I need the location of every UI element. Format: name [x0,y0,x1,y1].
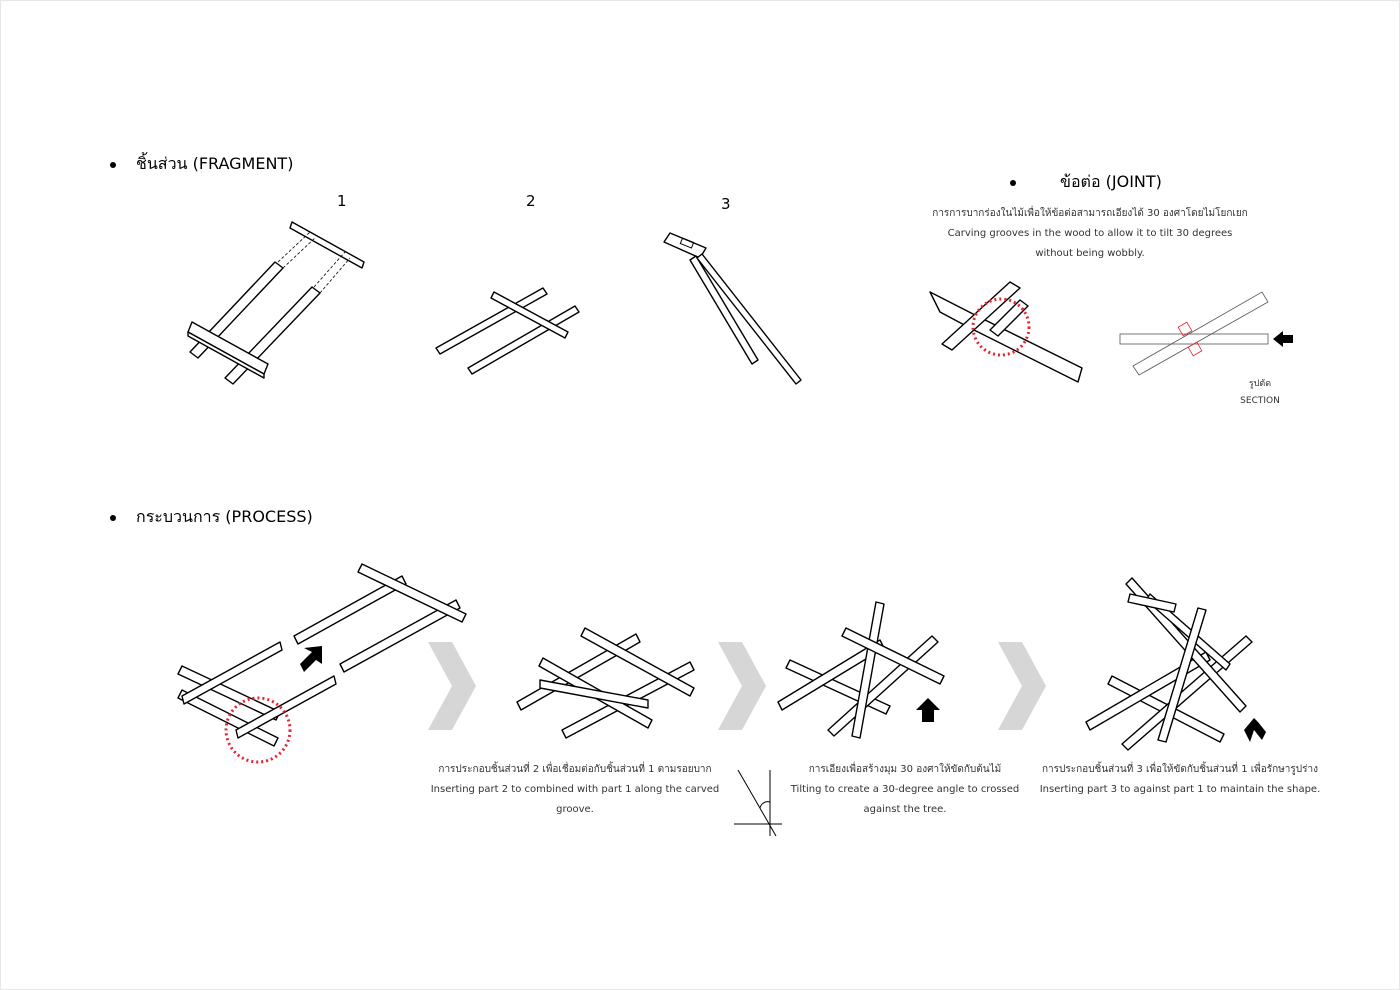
chevron-right-icon [998,642,1046,730]
joint-description-en-2: without being wobbly. [1035,248,1145,259]
dashed-guide [313,251,346,288]
joint-title: ข้อต่อ (JOINT) [1060,172,1162,191]
fragment-1-crossbar-top [289,221,365,269]
section-groove-bottom [1187,341,1203,357]
joint-heading: ข้อต่อ (JOINT) [1010,170,1162,195]
chevron-right-icon [718,642,766,730]
step-1-bar [357,563,467,623]
joint-post-right [989,299,1029,337]
step-2-bar [516,633,641,711]
fragment-heading: ชิ้นส่วน (FRAGMENT) [110,152,293,177]
arrow-up-left-icon [1244,718,1266,742]
arrow-down-left-icon [300,646,322,672]
fragment-3-illustration [663,232,802,385]
step-3-en-1: Inserting part 3 to against part 1 to ma… [1039,784,1321,795]
fragment-2-bar-a [435,287,548,355]
step-caption-1: การประกอบชิ้นส่วนที่ 2 เพื่อเชื่อมต่อกับ… [420,760,730,820]
bullet-icon [110,514,116,521]
step-3-bar [851,601,885,739]
dashed-guide [319,257,351,294]
dashed-guide [277,231,311,263]
step-2-bar [580,627,695,697]
part-number-1: 1 [337,192,347,210]
step-2-bar [539,679,649,709]
step-1-bar [293,575,407,645]
angle-diagram [734,769,782,837]
step-4-bar [1127,593,1177,613]
process-step-3-illustration [777,601,945,739]
step-4-bar [1157,607,1207,743]
step-2-th: การเอียงเพื่อสร้างมุม 30 องศาให้ขัดกับต้… [808,764,1002,775]
step-1-th: การประกอบชิ้นส่วนที่ 2 เพื่อเชื่อมต่อกับ… [438,764,712,775]
step-2-en-1: Tilting to create a 30-degree angle to c… [790,784,1020,795]
section-groove-top [1177,321,1193,337]
step-1-bar [235,675,337,739]
step-1-bar [177,689,279,747]
fragment-title: ชิ้นส่วน (FRAGMENT) [136,154,294,173]
section-label-th: รูปตัด [1248,379,1272,389]
chevron-right-icon [428,642,476,730]
process-step-1-illustration [177,563,467,764]
joint-detail-illustration [929,281,1293,383]
fragment-1-illustration [187,221,365,385]
step-1-bar [339,599,461,673]
fragment-1-crossbar-bottom-side [187,331,265,379]
step-3-bar [841,627,945,685]
bullet-icon [110,161,116,168]
step-1-en-2: groove. [556,804,594,815]
process-heading: กระบวนการ (PROCESS) [110,505,313,530]
step-1-highlight-circle [224,696,292,764]
section-horizontal-member [1119,333,1269,345]
section-tilted-member [1132,291,1269,376]
bullet-icon [1010,179,1016,186]
process-step-2-illustration [516,627,695,739]
joint-highlight-circle [971,297,1031,357]
fragment-3-leg-a [689,255,759,365]
joint-description-en-1: Carving grooves in the wood to allow it … [947,228,1233,239]
arrow-up-icon [916,698,940,722]
section-label-en: SECTION [1240,396,1280,406]
section-label: รูปตัด SECTION [1220,376,1300,410]
part-number-2: 2 [526,192,536,210]
joint-description: การการบากร่องในไม้เพื่อให้ข้อต่อสามารถเอ… [920,204,1260,264]
process-step-4-illustration [1085,577,1266,751]
step-3-th: การประกอบชิ้นส่วนที่ 3 เพื่อให้ขัดกับชิ้… [1042,764,1318,775]
step-caption-2: การเอียงเพื่อสร้างมุม 30 องศาให้ขัดกับต้… [770,760,1040,820]
step-1-en-1: Inserting part 2 to combined with part 1… [430,784,720,795]
step-2-en-2: against the tree. [863,804,947,815]
fragment-2-bar-c [490,291,569,339]
joint-description-th: การการบากร่องในไม้เพื่อให้ข้อต่อสามารถเอ… [932,208,1248,219]
step-1-bar [181,641,283,705]
step-1-bar [177,665,281,721]
fragment-3-leg-b [696,253,802,385]
fragment-2-illustration [435,287,580,375]
arrow-left-icon [1273,331,1293,347]
process-title: กระบวนการ (PROCESS) [136,507,313,526]
dashed-guide [282,237,316,269]
fragment-3-slot [679,237,695,249]
step-4-bar [1125,577,1247,713]
part-number-3: 3 [721,195,731,213]
step-caption-3: การประกอบชิ้นส่วนที่ 3 เพื่อให้ขัดกับชิ้… [1030,760,1330,800]
